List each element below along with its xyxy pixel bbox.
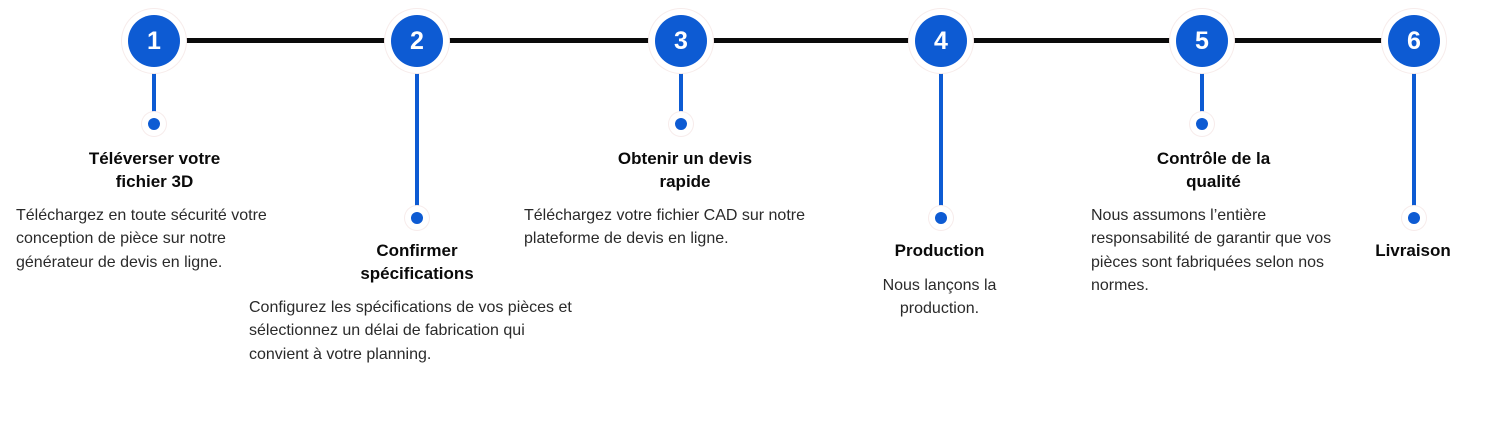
step-marker-dot-1: [148, 118, 160, 130]
step-text-4: Production Nous lançons la production.: [862, 240, 1017, 320]
step-node-2[interactable]: 2: [391, 15, 443, 67]
step-text-1: Téléverser votre fichier 3D Téléchargez …: [16, 148, 293, 274]
step-number-6: 6: [1407, 26, 1421, 55]
step-drop-line-3: [679, 52, 683, 124]
step-title-2: Confirmer spécifications: [360, 241, 474, 283]
step-description-5: Nous assumons l’entière responsabilité d…: [1091, 207, 1332, 294]
step-node-5[interactable]: 5: [1176, 15, 1228, 67]
step-text-3: Obtenir un devis rapide Téléchargez votr…: [524, 148, 846, 251]
step-drop-line-5: [1200, 52, 1204, 124]
step-number-3: 3: [674, 26, 688, 55]
step-description-1: Téléchargez en toute sécurité votre conc…: [16, 207, 267, 271]
step-text-2: Confirmer spécifications Configurez les …: [249, 240, 585, 366]
step-number-4: 4: [934, 26, 948, 55]
step-marker-dot-4: [935, 212, 947, 224]
step-number-5: 5: [1195, 26, 1209, 55]
step-marker-dot-5: [1196, 118, 1208, 130]
step-node-6[interactable]: 6: [1388, 15, 1440, 67]
step-node-3[interactable]: 3: [655, 15, 707, 67]
step-number-2: 2: [410, 26, 424, 55]
step-marker-dot-6: [1408, 212, 1420, 224]
step-drop-line-4: [939, 52, 943, 218]
step-marker-dot-3: [675, 118, 687, 130]
step-description-2: Configurez les spécifications de vos piè…: [249, 299, 572, 363]
connector-2-3: [443, 38, 655, 43]
step-drop-line-1: [152, 52, 156, 124]
step-drop-line-2: [415, 52, 419, 218]
step-description-3: Téléchargez votre fichier CAD sur notre …: [524, 207, 805, 248]
connector-5-6: [1228, 38, 1388, 43]
step-description-4: Nous lançons la production.: [882, 276, 997, 317]
step-title-4: Production: [894, 241, 985, 260]
step-text-6: Livraison: [1348, 240, 1478, 274]
connector-1-2: [180, 38, 391, 43]
step-title-5: Contrôle de la qualité: [1156, 149, 1271, 191]
step-title-6: Livraison: [1375, 241, 1451, 260]
step-node-1[interactable]: 1: [128, 15, 180, 67]
step-title-1: Téléverser votre fichier 3D: [88, 149, 221, 191]
step-node-4[interactable]: 4: [915, 15, 967, 67]
step-marker-dot-2: [411, 212, 423, 224]
step-number-1: 1: [147, 26, 161, 55]
connector-4-5: [967, 38, 1176, 43]
step-text-5: Contrôle de la qualité Nous assumons l’e…: [1091, 148, 1336, 297]
connector-3-4: [707, 38, 915, 43]
step-title-3: Obtenir un devis rapide: [617, 149, 753, 191]
step-drop-line-6: [1412, 52, 1416, 218]
